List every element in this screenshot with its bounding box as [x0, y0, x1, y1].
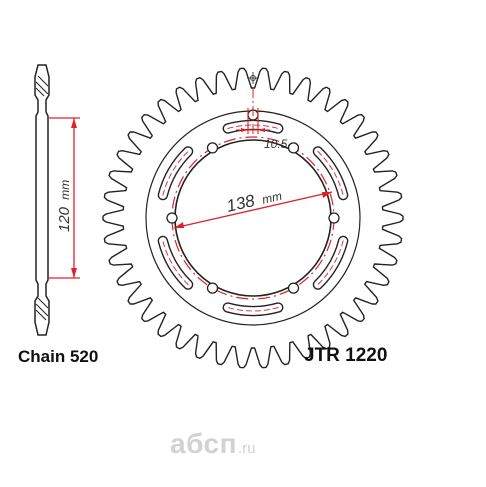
thickness-unit: mm	[58, 180, 72, 200]
watermark-name: абсп	[170, 428, 237, 459]
slot-outline	[222, 302, 284, 317]
bolt-hole	[206, 142, 219, 154]
slot	[157, 235, 194, 290]
slot-outline	[157, 146, 194, 201]
slot	[157, 146, 194, 201]
watermark-tld: .ru	[237, 440, 256, 457]
lightening-slots	[157, 119, 349, 317]
slot-center-line	[227, 306, 279, 312]
pitch-circle	[171, 136, 335, 300]
part-number-label: JTR 1220	[304, 345, 388, 366]
slot-outline	[157, 235, 194, 290]
bolt-dimension	[236, 108, 270, 134]
slot-outline	[222, 119, 284, 134]
slot-center-line	[162, 150, 189, 196]
watermark-logo: абсп.ru	[170, 428, 256, 460]
slot	[222, 119, 284, 134]
chain-label: Chain 520	[18, 347, 99, 366]
thickness-dimension	[48, 117, 80, 279]
thickness-value: 120	[56, 206, 73, 232]
side-profile	[34, 64, 50, 336]
sprocket-front	[102, 67, 404, 369]
timing-mark	[247, 72, 259, 84]
center-bore	[174, 139, 332, 297]
slot	[222, 302, 284, 317]
sprocket-teeth-outline	[102, 67, 404, 369]
sprocket-body-circle	[145, 110, 361, 326]
bolt-hole	[206, 282, 219, 294]
bolt-holes	[166, 109, 340, 294]
thickness-label: 120 mm	[56, 180, 73, 232]
slot	[312, 146, 349, 201]
side-profile-outline	[34, 64, 50, 336]
slot-center-line	[227, 124, 279, 130]
bolt-hole	[287, 282, 300, 294]
side-hatch-bottom	[35, 297, 49, 321]
bolt-hole	[166, 212, 178, 224]
pitch-circle-value: 138	[225, 191, 257, 216]
slot-outline	[312, 235, 349, 290]
bolt-hole-label: 10.5	[264, 137, 288, 151]
slot-outline	[312, 146, 349, 201]
slot-center-line	[162, 240, 189, 286]
bolt-hole	[287, 142, 300, 154]
bolt-hole	[328, 212, 340, 224]
slot	[312, 235, 349, 290]
slot-center-line	[317, 240, 344, 286]
pitch-circle-label: 138 mm	[225, 185, 284, 216]
pitch-circle-unit: mm	[261, 189, 284, 207]
side-hatch-top	[35, 75, 49, 97]
pitch-circle-dimension	[173, 191, 333, 229]
slot-center-line	[317, 150, 344, 196]
